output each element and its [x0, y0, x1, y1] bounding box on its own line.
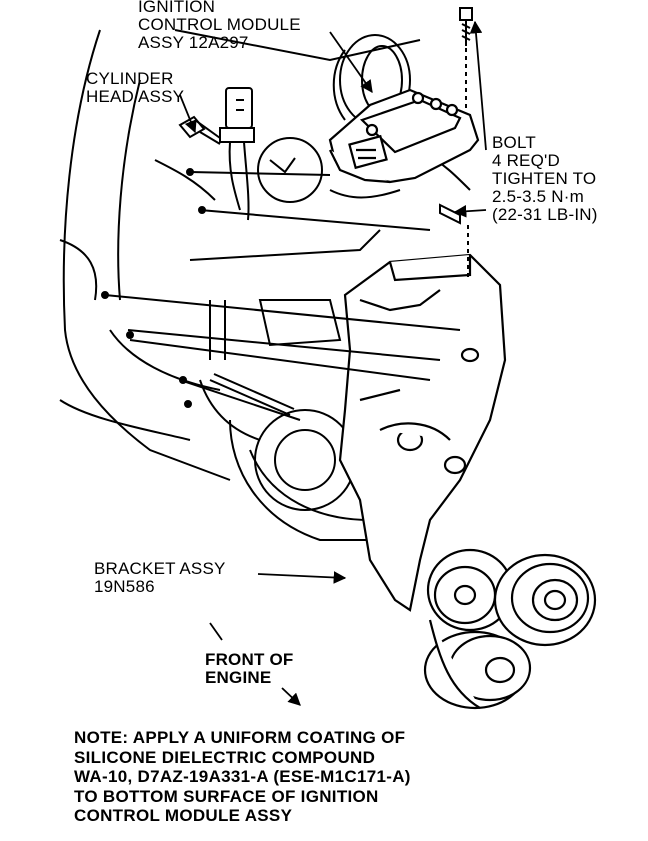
idler-pulleys [423, 548, 597, 710]
cylinder-head-label: CYLINDER HEAD ASSY [86, 69, 185, 106]
ignition-control-module [328, 88, 480, 184]
bracket-assembly [338, 253, 507, 612]
bolt-spec-label: BOLT 4 REQ'D TIGHTEN TO 2.5-3.5 N·m (22-… [492, 133, 598, 224]
ignition-module-label: IGNITION CONTROL MODULE ASSY 12A297 [138, 0, 301, 52]
module-bolt [439, 7, 473, 280]
installation-note: NOTE: APPLY A UNIFORM COATING OF SILICON… [74, 728, 411, 825]
front-of-engine-label: FRONT OF ENGINE [205, 650, 294, 687]
bracket-assy-label: BRACKET ASSY 19N586 [94, 559, 226, 596]
mounting-studs [101, 168, 461, 421]
wiring-connector [178, 87, 255, 221]
leader-arrows [179, 20, 487, 706]
